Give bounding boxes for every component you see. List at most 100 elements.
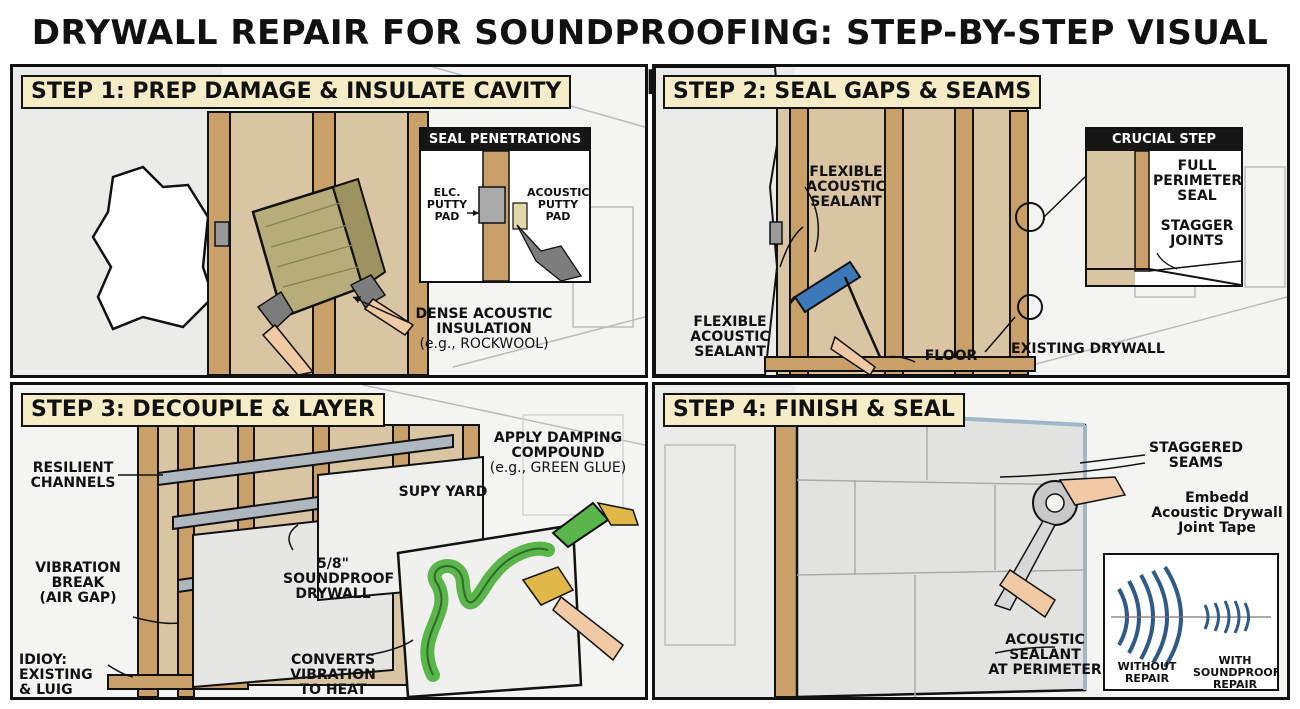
callout-line: STAGGERED [1149,440,1243,456]
existing-drywall-callout: EXISTING DRYWALL [1011,341,1165,357]
inset-left-line: ELC. [433,186,461,199]
resilient-channel [157,433,454,487]
glue-tube [551,501,610,549]
stud [1009,110,1029,375]
step-1-panel: STEP 1: PREP DAMAGE & INSULATE CAVITY SE… [10,64,648,378]
hand [1058,476,1127,506]
callout-line: SEAMS [1168,455,1224,471]
hand [830,335,877,375]
stud [954,102,974,375]
callout-line: INSULATION [436,321,532,337]
caulk-gun [793,260,862,314]
inset-illustration [1087,151,1241,285]
electrical-box [769,221,783,245]
step-2-label: STEP 2: SEAL GAPS & SEAMS [663,75,1042,109]
sound-wave-comparison [1111,565,1271,669]
inset-seal-line: PERIMETER [1153,173,1243,189]
inset-joints-label: STAGGER JOINTS [1153,219,1241,249]
callout-line: EXISTING [19,667,93,683]
insulation-callout: DENSE ACOUSTIC INSULATION (e.g., ROCKWOO… [409,307,559,352]
callout-line: Joint Tape [1178,520,1256,536]
seams-callout: STAGGERED SEAMS [1141,441,1251,471]
callout-line: SEALANT [694,344,766,360]
board-text: SUPY YARD [398,484,488,500]
stud [884,94,904,375]
callout-line: Embedd [1185,490,1249,506]
inset-left-line: PAD [434,210,460,223]
seam-line [854,413,996,697]
stud [774,424,798,697]
with-repair-label: WITH SOUNDPROOF REPAIR [1193,654,1277,691]
step-1-label: STEP 1: PREP DAMAGE & INSULATE CAVITY [21,75,572,109]
floor-callout: FLOOR [924,348,978,364]
crucial-step-inset: CRUCIAL STEP FULL PERIMETER SEAL STAGGER… [1085,127,1243,287]
inset-right-line: PAD [545,210,571,223]
callout-line: FLEXIBLE [693,314,767,330]
callout-line: CHANNELS [30,475,116,491]
callout-line: IDIOY: [19,652,67,668]
bottom-plate [764,356,1036,372]
damping-callout: APPLY DAMPING COMPOUND (e.g., GREEN GLUE… [483,431,633,476]
callout-line: ACOUSTIC [1005,632,1085,648]
step-3-label: STEP 3: DECOUPLE & LAYER [21,393,385,427]
inset-seal-line: FULL [1177,158,1217,174]
step-4-illustration [655,385,1146,697]
sound-comparison-inset: WITHOUT REPAIR WITH SOUNDPROOF REPAIR [1103,553,1279,691]
gloved-hand [256,290,294,331]
page-title: DRYWALL REPAIR FOR SOUNDPROOFING: STEP-B… [31,13,1269,103]
inset-title: CRUCIAL STEP [1087,129,1241,151]
gloved-hand [596,501,640,526]
damaged-hole [91,165,215,331]
vibration-callout: VIBRATION BREAK (AIR GAP) [23,561,133,606]
step-4-panel: STEP 4: FINISH & SEAL STAGGERED SEAMS Em… [652,382,1290,700]
callout-line: TO HEAT [299,682,367,698]
sealant-callout-bottom: FLEXIBLE ACOUSTIC SEALANT [685,315,775,360]
callout-line: (AIR GAP) [39,590,117,606]
callout-line: Acoustic Drywall [1151,505,1283,521]
label-line: REPAIR [1212,678,1258,691]
existing-callout: IDIOY: EXISTING & LUIG [19,653,99,698]
callout-line: VIBRATION [35,560,121,576]
electrical-box [214,221,230,247]
inset-joints-line: JOINTS [1170,233,1224,249]
sound-wave [1223,600,1231,634]
step-3-panel: STEP 3: DECOUPLE & LAYER RESILIENT CHANN… [10,382,648,700]
gloved-hand [349,274,387,309]
sealant-callout-top: FLEXIBLE ACOUSTIC SEALANT [801,165,891,210]
callout-line: CONVERTS [290,652,376,668]
callout-line: ACOUSTIC [806,179,886,195]
callout-line: SEALANT [810,194,882,210]
callout-sub: (e.g., ROCKWOOL) [419,336,549,352]
callout-line: AT PERIMETER [988,662,1102,678]
stud [177,424,195,697]
stud [137,424,159,697]
inset-right-line: ACOUSTIC [527,186,590,199]
inset-left-label: ELC. PUTTY PAD [425,187,469,223]
callout-line: BREAK [51,575,105,591]
outlet-box [478,186,506,224]
gloved-hand [521,566,575,606]
sound-wave [1213,602,1220,632]
converts-callout: CONVERTS VIBRATION TO HEAT [283,653,383,698]
inset-illustration [467,151,583,281]
step-4-label: STEP 4: FINISH & SEAL [663,393,965,427]
label-line: WITH [1218,654,1252,667]
callout-line: VIBRATION [290,667,376,683]
callout-line: 5/8" [317,556,349,572]
detail-circle [1017,294,1043,320]
inset-right-line: PUTTY [537,198,579,211]
callout-line: ACOUSTIC [690,329,770,345]
callout-line: FLEXIBLE [809,164,883,180]
sound-wave [1203,604,1210,630]
callout-line: DENSE ACOUSTIC [415,306,553,322]
gloved-hand [516,224,583,281]
without-repair-label: WITHOUT REPAIR [1111,661,1183,685]
inset-seal-label: FULL PERIMETER SEAL [1153,159,1241,204]
label-line: REPAIR [1124,672,1170,685]
callout-line: SOUNDPROOF [283,571,395,587]
callout-sub: (e.g., GREEN GLUE) [489,460,627,476]
inset-joints-line: STAGGER [1160,218,1234,234]
sound-wave [1243,602,1250,632]
callout-line: RESILIENT [32,460,114,476]
inset-right-label: ACOUSTIC PUTTY PAD [527,187,589,223]
